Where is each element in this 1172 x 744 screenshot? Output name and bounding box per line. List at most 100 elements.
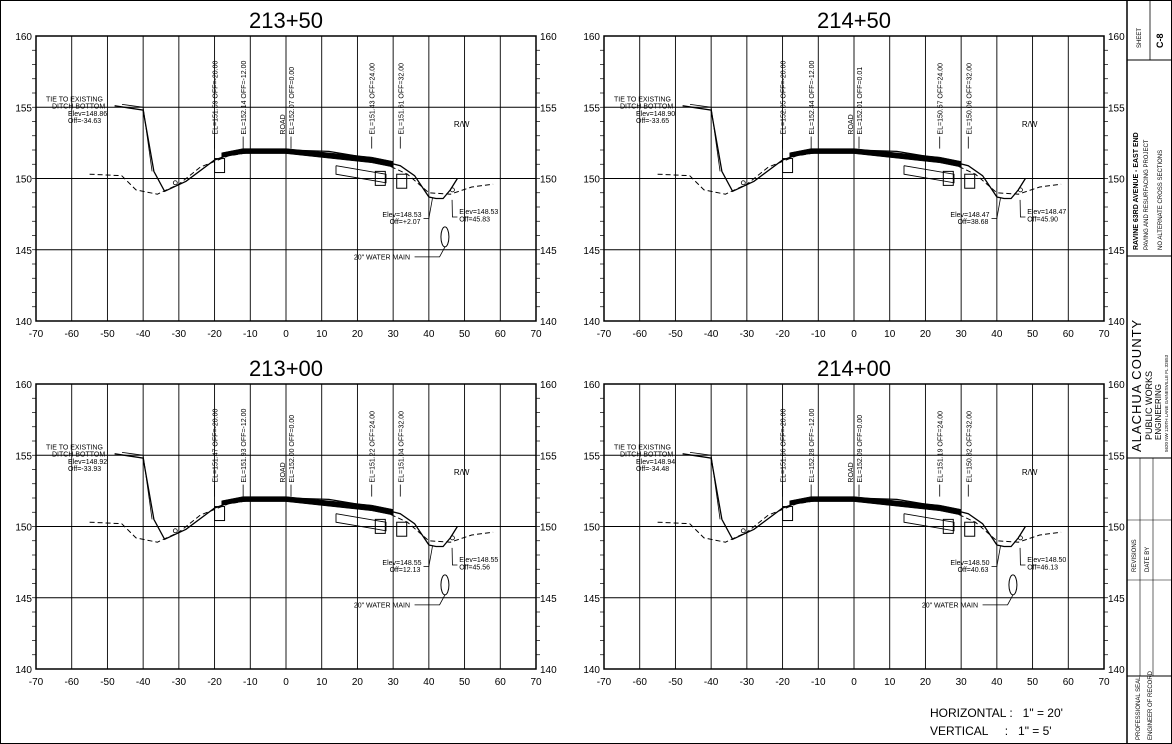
x-tick-label: 50	[459, 329, 471, 340]
elevation-annotation: EL=151.04 OFF=32.00	[398, 411, 405, 483]
ditch-leader	[991, 198, 1001, 219]
sidewalk-detail	[335, 513, 387, 532]
right-ditch-elevation: Elev=148.53	[382, 212, 421, 219]
y-tick-label-left: 145	[583, 246, 600, 257]
y-tick-label-left: 140	[15, 317, 32, 328]
grade-marker	[740, 528, 746, 534]
ditch-leader	[423, 546, 433, 567]
ditch-leader	[689, 104, 721, 172]
elevation-annotation: EL=150.06 OFF=32.00	[966, 63, 973, 135]
water-main-label: 20" WATER MAIN	[354, 255, 410, 262]
x-tick-label: 70	[530, 329, 542, 340]
sidewalk-detail	[903, 513, 955, 532]
y-tick-label-left: 140	[583, 665, 600, 676]
x-tick-label: -40	[136, 677, 151, 688]
pavement-section	[221, 148, 394, 168]
ditch-leader	[1019, 547, 1026, 566]
existing-ground-line	[657, 150, 1062, 195]
elevation-annotation: EL=151.59 OFF=-20.00	[213, 61, 220, 135]
x-tick-label: 40	[991, 329, 1003, 340]
y-tick-label-right: 145	[1108, 594, 1125, 605]
elevation-annotation: ROAD	[280, 114, 287, 134]
left-ditch-elevation: Elev=148.90	[636, 111, 675, 118]
curb-detail	[396, 173, 408, 189]
division-name: ENGINEERING	[1154, 384, 1163, 440]
x-tick-label: -60	[64, 329, 79, 340]
proposed-grade-line	[114, 453, 458, 548]
y-tick-label-left: 150	[15, 175, 32, 186]
grade-marker	[1018, 187, 1023, 193]
elevation-annotation: EL=152.14 OFF=-12.00	[241, 61, 248, 135]
y-tick-label-right: 150	[540, 175, 557, 186]
ditch-leader	[451, 547, 458, 566]
curb-detail	[782, 158, 794, 174]
x-tick-label: 40	[991, 677, 1003, 688]
ditch-leader	[423, 198, 433, 219]
x-tick-label: -40	[136, 329, 151, 340]
curb-detail	[214, 506, 226, 522]
x-tick-label: -10	[243, 677, 258, 688]
curb-detail	[214, 158, 226, 174]
x-tick-label: 10	[316, 329, 328, 340]
x-tick-label: -70	[597, 677, 612, 688]
x-tick-label: -20	[207, 329, 222, 340]
x-tick-label: -20	[775, 677, 790, 688]
left-ditch-elevation: Elev=148.86	[68, 111, 107, 118]
water-main-leader	[414, 246, 446, 258]
left-ditch-offset: Off=-33.93	[68, 466, 101, 473]
project-name: RAVINE 63RD AVENUE - EAST END	[1133, 132, 1140, 250]
x-tick-label: 40	[423, 677, 435, 688]
sidewalk-detail	[335, 165, 387, 184]
x-tick-label: -20	[207, 677, 222, 688]
y-tick-label-left: 145	[15, 594, 32, 605]
right-of-way-label: R/W	[454, 120, 470, 129]
x-tick-label: -10	[243, 329, 258, 340]
tie-to-existing-label: TIE TO EXISTING	[614, 97, 671, 104]
revisions-label: REVISIONS	[1132, 539, 1138, 572]
y-tick-label-left: 160	[583, 380, 600, 391]
grade-marker	[450, 187, 455, 193]
far-ditch-elevation: Elev=148.50	[1027, 557, 1066, 564]
x-tick-label: -60	[632, 329, 647, 340]
right-of-way-label: R/W	[1022, 468, 1038, 477]
curb-detail	[942, 170, 954, 186]
x-tick-label: -50	[100, 677, 115, 688]
x-tick-label: -50	[668, 329, 683, 340]
grade-marker	[1018, 535, 1023, 541]
water-main-label: 20" WATER MAIN	[354, 603, 410, 610]
y-tick-label-left: 160	[15, 32, 32, 43]
far-ditch-offset: Off=45.90	[1027, 216, 1058, 223]
right-ditch-elevation: Elev=148.50	[950, 560, 989, 567]
y-tick-label-left: 150	[583, 175, 600, 186]
existing-ground-line	[89, 498, 494, 543]
left-ditch-offset: Off=-34.63	[68, 118, 101, 125]
right-ditch-offset: Off=38.68	[958, 219, 989, 226]
x-tick-label: -30	[740, 329, 755, 340]
x-tick-label: -30	[172, 329, 187, 340]
x-tick-label: -40	[704, 329, 719, 340]
elevation-annotation: EL=152.05 OFF=-20.00	[781, 61, 788, 135]
water-main-leader	[414, 594, 446, 606]
right-ditch-offset: Off=12.13	[390, 567, 421, 574]
x-tick-label: -20	[775, 329, 790, 340]
tie-to-existing-label: TIE TO EXISTING	[46, 97, 103, 104]
y-tick-label-left: 155	[583, 451, 600, 462]
horizontal-scale-note: HORIZONTAL : 1" = 20'	[930, 706, 1063, 720]
elevation-annotation: EL=151.66 OFF=-20.00	[781, 409, 788, 483]
left-ditch-elevation: Elev=148.94	[636, 459, 675, 466]
sheet-description: NO ALTERNATE CROSS SECTIONS	[1158, 150, 1164, 250]
section-title: 213+00	[249, 356, 323, 381]
y-tick-label-right: 140	[1108, 317, 1125, 328]
ditch-bottom-label: DITCH BOTTOM	[620, 104, 673, 111]
section-title: 214+00	[817, 356, 891, 381]
elevation-annotation: EL=151.43 OFF=24.00	[370, 63, 377, 135]
x-tick-label: 50	[1027, 329, 1039, 340]
x-tick-label: 0	[283, 677, 289, 688]
x-tick-label: -70	[597, 329, 612, 340]
grade-marker	[172, 180, 178, 186]
far-ditch-offset: Off=45.83	[459, 216, 490, 223]
y-tick-label-right: 155	[540, 103, 557, 114]
left-ditch-elevation: Elev=148.92	[68, 459, 107, 466]
x-tick-label: 30	[956, 677, 968, 688]
far-ditch-elevation: Elev=148.55	[459, 557, 498, 564]
